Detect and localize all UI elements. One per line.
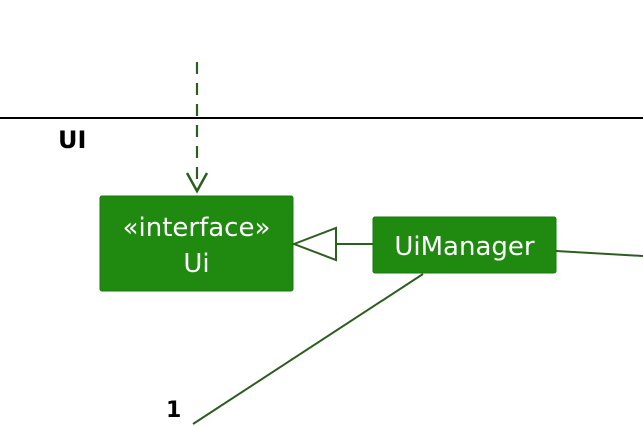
class-box-ui-interface[interactable]: «interface» Ui (99, 195, 294, 292)
package-label: UI (58, 126, 86, 154)
class-box-ui-manager-body (372, 216, 557, 274)
dependency-arrowhead (185, 172, 209, 194)
class-name-uimanager: UiManager (394, 232, 535, 262)
class-stereotype: «interface» (123, 213, 271, 243)
class-box-ui-manager[interactable]: UiManager (372, 216, 557, 274)
realization-arrowhead (291, 226, 337, 262)
class-name-ui: Ui (183, 249, 209, 279)
multiplicity-label: 1 (166, 398, 181, 423)
association-edge-right (555, 250, 643, 257)
association-edge-down (192, 273, 424, 425)
